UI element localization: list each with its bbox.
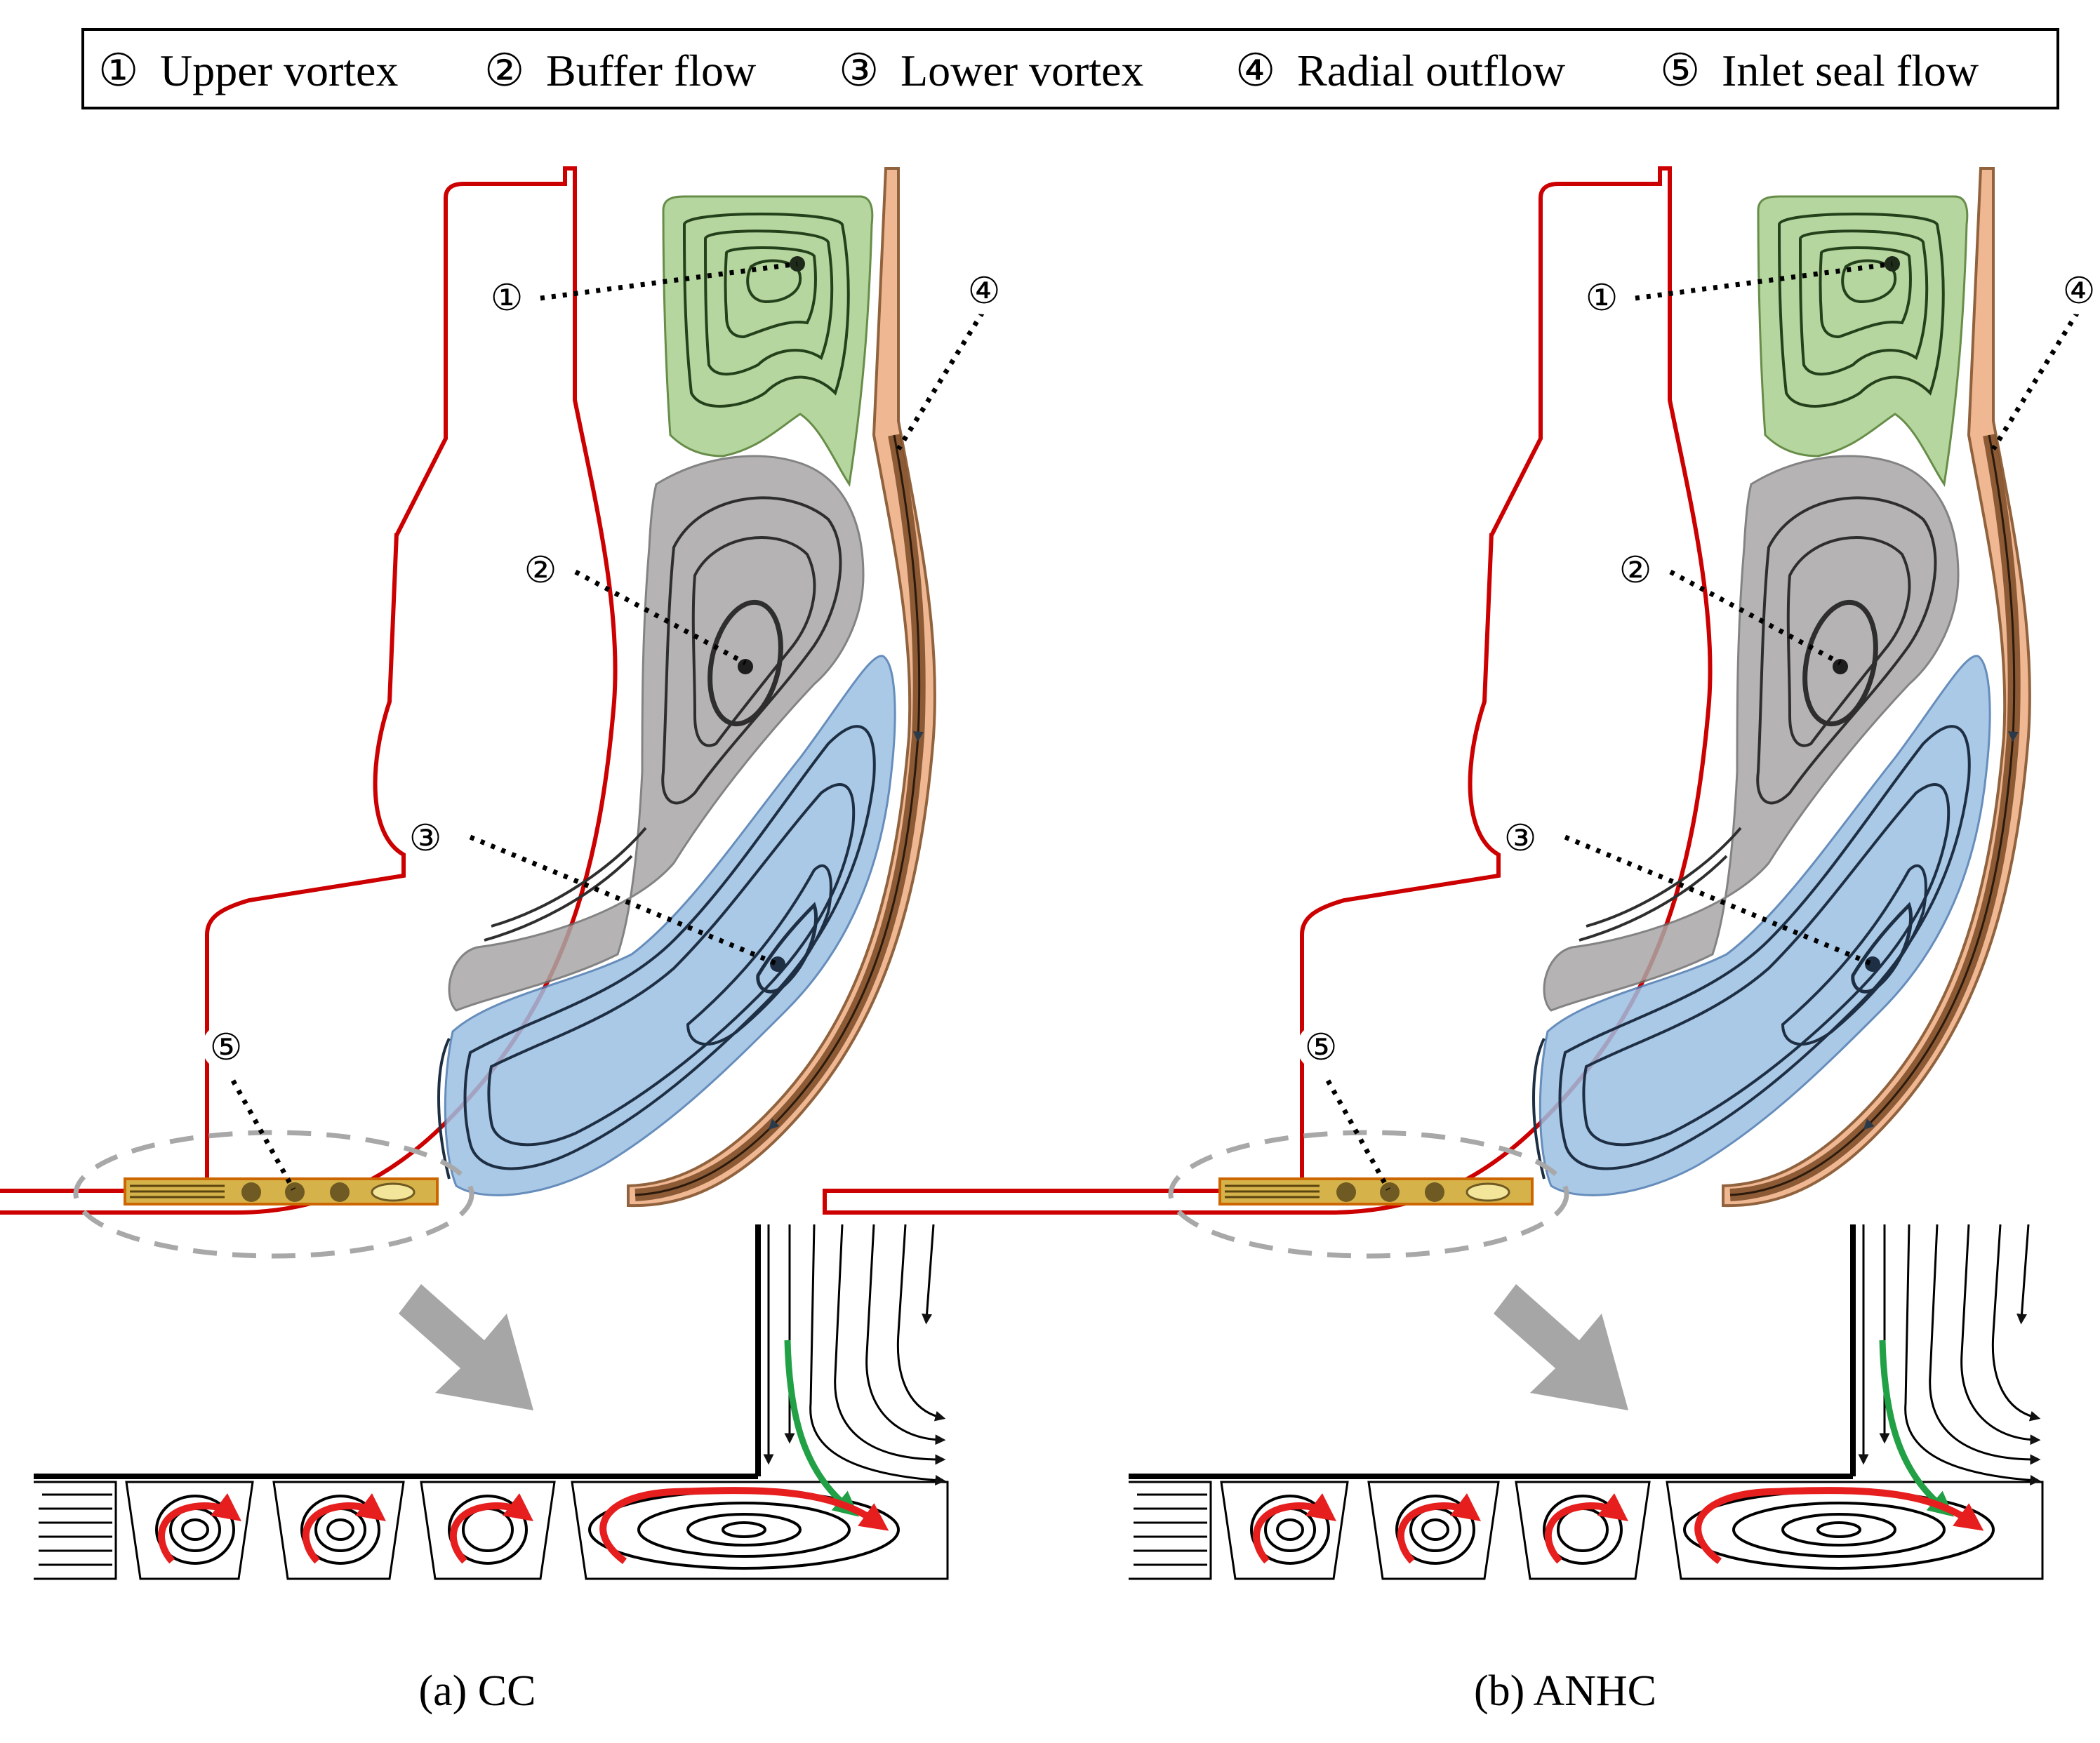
legend-label: Radial outflow — [1297, 46, 1565, 95]
callout-5: ⑤ — [1297, 1023, 1345, 1071]
callout-4: ④ — [2055, 267, 2100, 314]
callout-2: ② — [517, 546, 564, 594]
callout-labels: ① ② ③ ④ ⑤ ① ② ③ ④ ⑤ — [202, 267, 2100, 1071]
legend-label: Lower vortex — [901, 46, 1144, 95]
legend-item: ④ Radial outflow — [1235, 46, 1565, 95]
legend-item: ⑤ Inlet seal flow — [1660, 46, 1979, 95]
circled-number-icon: ④ — [1235, 46, 1275, 95]
callout-label: ③ — [409, 819, 442, 859]
callout-1: ① — [483, 274, 531, 321]
callout-4: ④ — [960, 267, 1008, 314]
callout-label: ④ — [2063, 272, 2096, 312]
callout-label: ③ — [1504, 819, 1537, 859]
callout-2: ② — [1611, 546, 1659, 594]
callout-label: ② — [1619, 551, 1652, 591]
legend-item: ① Upper vortex — [98, 46, 398, 95]
legend-item: ③ Lower vortex — [839, 46, 1144, 95]
callout-3: ③ — [1496, 814, 1544, 862]
legend-label: Buffer flow — [546, 46, 756, 95]
legend-item: ② Buffer flow — [484, 46, 756, 95]
callout-label: ① — [491, 279, 524, 319]
panel-caption: (a) CC — [418, 1667, 536, 1715]
panel-caption: (b) ANHC — [1474, 1667, 1656, 1715]
panel-captions: (a) CC (b) ANHC — [418, 1667, 1656, 1715]
legend-label: Inlet seal flow — [1722, 46, 1979, 95]
callout-5: ⑤ — [202, 1023, 250, 1071]
panel-cc — [0, 168, 983, 1579]
callout-label: ① — [1586, 279, 1619, 319]
circled-number-icon: ⑤ — [1660, 46, 1700, 95]
panel-anhc — [825, 168, 2078, 1579]
circled-number-icon: ③ — [839, 46, 879, 95]
callout-label: ⑤ — [1305, 1028, 1338, 1068]
circled-number-icon: ① — [98, 46, 138, 95]
legend-label: Upper vortex — [160, 46, 398, 95]
callout-3: ③ — [401, 814, 449, 862]
callout-1: ① — [1578, 274, 1626, 321]
callout-label: ④ — [968, 272, 1001, 312]
callout-label: ② — [524, 551, 557, 591]
legend — [81, 28, 2059, 109]
callout-label: ⑤ — [210, 1028, 243, 1068]
circled-number-icon: ② — [484, 46, 524, 95]
